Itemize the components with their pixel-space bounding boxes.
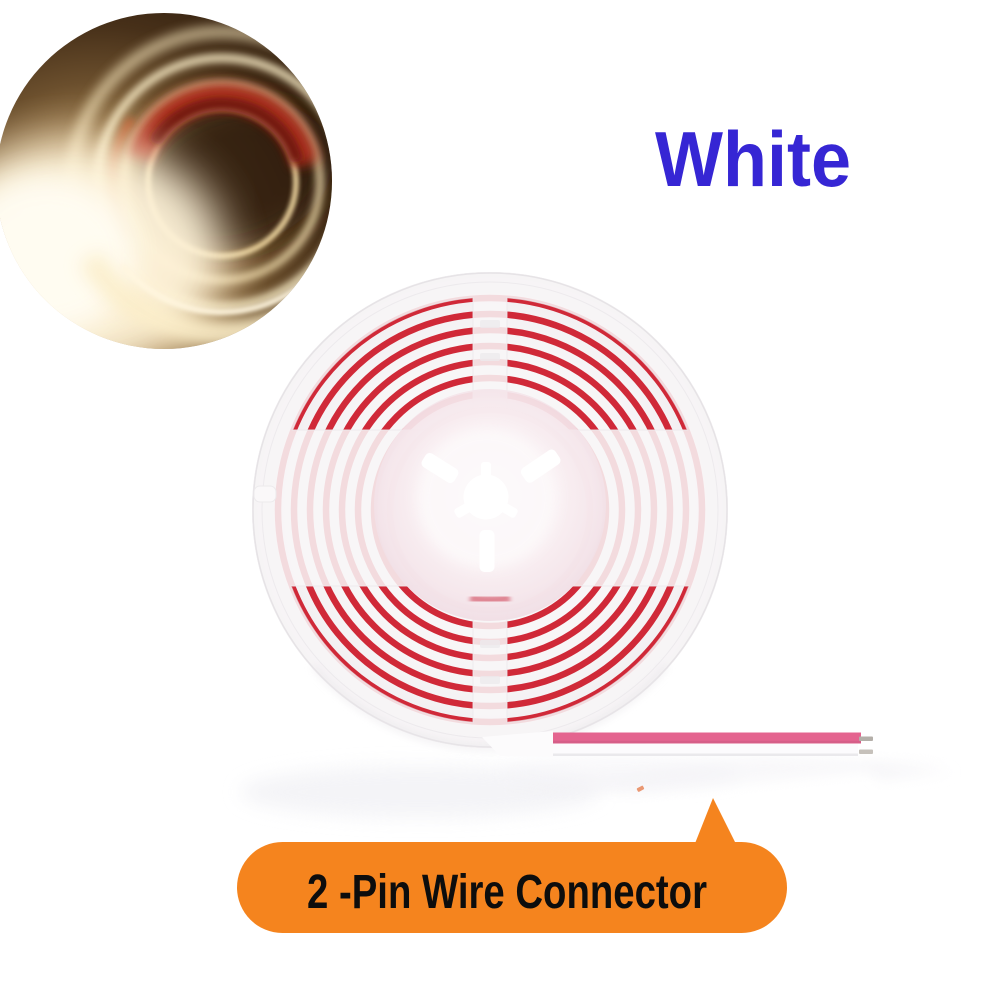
callout: 2 -Pin Wire Connector: [237, 798, 787, 933]
red-strip-band: [126, 82, 319, 168]
rim-bottom-shade: [311, 664, 669, 751]
strip-end-patch: [469, 593, 511, 605]
wire-white: [553, 744, 858, 756]
wire-pink-edge: [553, 740, 861, 744]
red-strip-band-dark: [148, 97, 305, 164]
spindle-tab: [481, 462, 491, 492]
callout-bubble: [237, 842, 787, 933]
orange-speck: [636, 785, 645, 792]
window-edges: [290, 297, 690, 723]
warm-glow-hot: [0, 175, 135, 335]
led-strip-reel: [252, 272, 728, 751]
rim-tab: [253, 485, 277, 503]
hub-cutouts: [421, 449, 561, 572]
wire-2pin: [482, 731, 873, 757]
wire-pin-top: [859, 736, 873, 741]
hub-slot-bottom: [479, 530, 495, 572]
variant-label: White: [655, 115, 851, 203]
wire-pink: [553, 732, 861, 744]
callout-label: 2 -Pin Wire Connector: [307, 866, 707, 919]
glow-photo-inset: [0, 13, 332, 349]
wire-pin-bottom: [859, 749, 873, 754]
strip-exit-wedge: [482, 731, 553, 757]
spindle-tab: [454, 496, 484, 518]
reel-shadow: [240, 756, 955, 818]
wire-white-edge: [553, 753, 858, 756]
hub-slot-upper-right: [520, 449, 561, 483]
hub-slot-upper-left: [421, 453, 459, 483]
spindle-tab: [488, 496, 518, 518]
callout-tail: [692, 798, 738, 851]
